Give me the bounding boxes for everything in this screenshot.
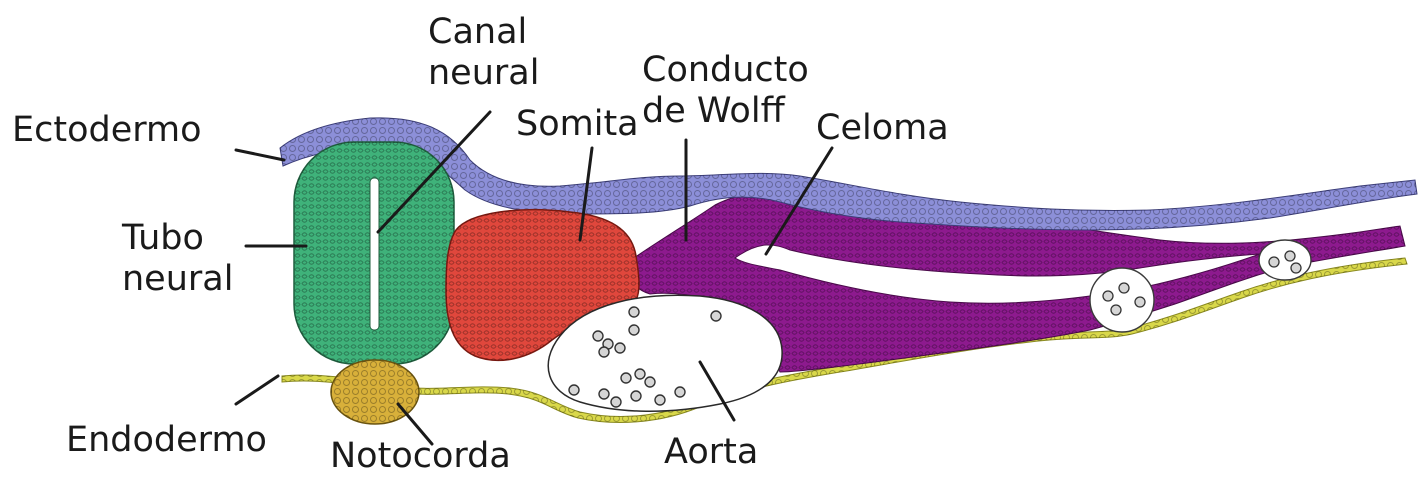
label-somita: Somita: [516, 104, 639, 145]
neural-canal: [370, 178, 379, 330]
label-aorta-text: Aorta: [664, 432, 758, 473]
label-tubo-line2: neural: [122, 259, 233, 300]
label-somita-text: Somita: [516, 104, 639, 145]
label-aorta: Aorta: [664, 432, 758, 473]
label-notocorda-text: Notocorda: [330, 436, 511, 477]
label-celoma-text: Celoma: [816, 108, 949, 149]
label-tubo-neural: Tubo neural: [122, 218, 233, 300]
label-canal-neural: Canal neural: [428, 12, 539, 94]
label-canal-neural-line1: Canal: [428, 12, 539, 53]
leader-endodermo: [236, 376, 278, 404]
label-ectodermo-text: Ectodermo: [12, 110, 202, 151]
label-tubo-line1: Tubo: [122, 218, 233, 259]
vessel-ellipse: [1259, 240, 1311, 280]
label-conducto-line2: de Wolff: [642, 91, 809, 132]
label-notocorda: Notocorda: [330, 436, 511, 477]
label-endodermo-text: Endodermo: [66, 420, 267, 461]
label-endodermo: Endodermo: [66, 420, 267, 461]
label-celoma: Celoma: [816, 108, 949, 149]
leader-ectodermo: [236, 150, 284, 160]
label-conducto-wolff: Conducto de Wolff: [642, 50, 809, 132]
label-canal-neural-line2: neural: [428, 53, 539, 94]
label-conducto-line1: Conducto: [642, 50, 809, 91]
label-ectodermo: Ectodermo: [12, 110, 202, 151]
